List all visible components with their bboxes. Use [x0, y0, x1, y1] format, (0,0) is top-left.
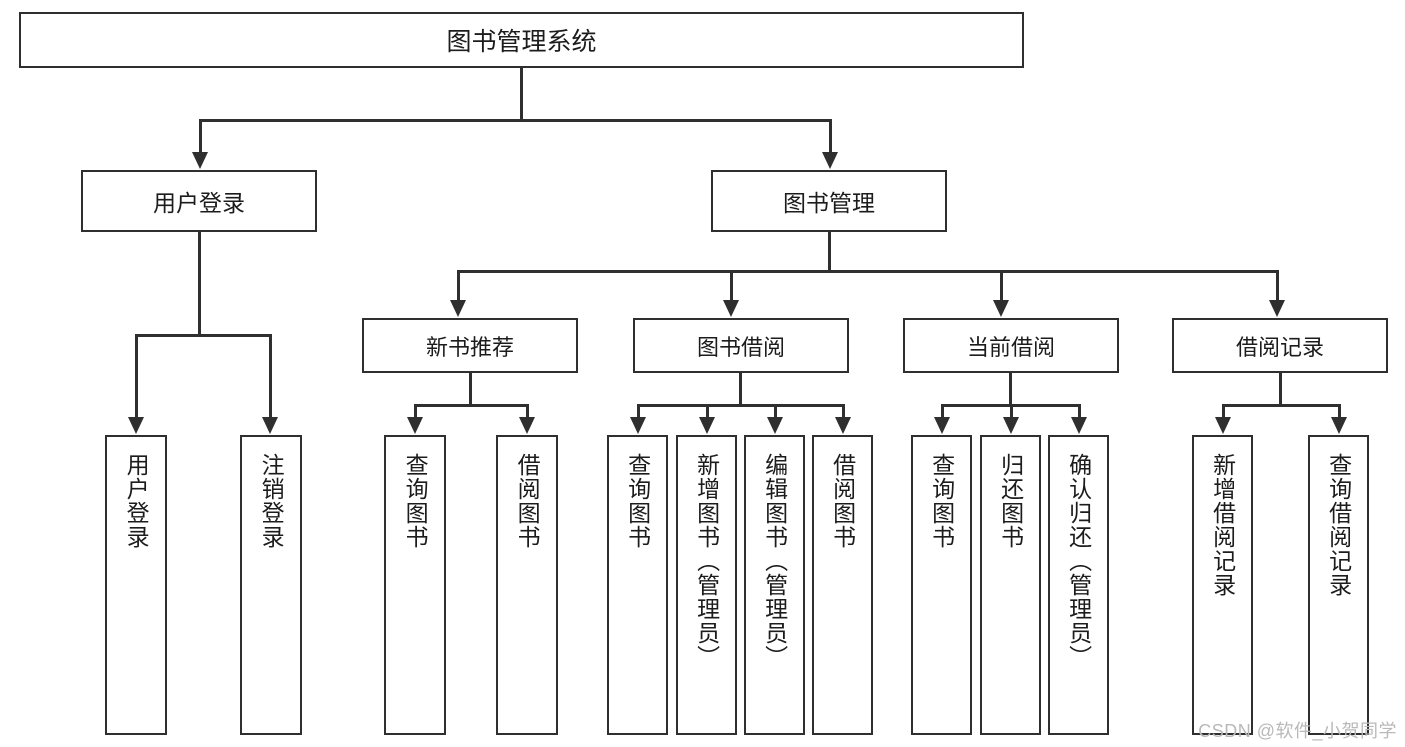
leaf-query-borrow-record[interactable]: 查询借阅记录	[1308, 435, 1369, 735]
arrow-book-borrow-leaf-2	[699, 417, 715, 434]
leaf-label: 查询图书	[928, 453, 955, 549]
node-root-book-management-system[interactable]: 图书管理系统	[19, 12, 1024, 68]
node-current-borrow[interactable]: 当前借阅	[903, 318, 1119, 373]
connector-user-login-leaf-2	[269, 334, 272, 418]
connector-new-book-rec-leaf-2	[526, 404, 529, 418]
leaf-label: 查询图书	[624, 453, 651, 549]
connector-user-login-leaf-1	[135, 334, 138, 418]
arrow-current-borrow-leaf-3	[1071, 417, 1087, 434]
leaf-borrow-book-newrec[interactable]: 借阅图书	[496, 435, 558, 735]
leaf-query-book-newrec[interactable]: 查询图书	[384, 435, 446, 735]
node-label: 用户登录	[153, 190, 245, 216]
leaf-return-book[interactable]: 归还图书	[980, 435, 1041, 735]
arrow-current-borrow-leaf-1	[934, 417, 950, 434]
arrow-to-current-borrow	[993, 300, 1009, 317]
connector-user-login-bar	[135, 334, 271, 337]
arrow-borrow-record-leaf-2	[1331, 417, 1347, 434]
node-label: 图书管理系统	[446, 28, 597, 56]
arrow-to-book-borrow	[723, 300, 739, 317]
leaf-label: 编辑图书（管理员）	[761, 453, 788, 669]
connector-book-borrow-stem	[739, 373, 742, 404]
connector-to-new-book-rec	[457, 270, 460, 301]
node-label: 图书管理	[783, 190, 875, 216]
node-borrow-record[interactable]: 借阅记录	[1172, 318, 1388, 373]
connector-to-book-borrow	[730, 270, 733, 301]
connector-to-current-borrow	[1000, 270, 1003, 301]
connector-level2-bar	[457, 270, 1278, 273]
connector-root-stem	[520, 68, 523, 119]
leaf-add-book-admin[interactable]: 新增图书（管理员）	[676, 435, 737, 735]
arrow-user-login-leaf-2	[262, 417, 278, 434]
connector-borrow-record-leaf-2	[1338, 404, 1341, 418]
arrow-to-book-management	[822, 152, 838, 169]
leaf-user-logout[interactable]: 注销登录	[240, 435, 302, 735]
connector-to-book-management	[829, 119, 832, 153]
node-label: 当前借阅	[966, 334, 1055, 360]
arrow-current-borrow-leaf-2	[1003, 417, 1019, 434]
arrow-borrow-record-leaf-1	[1215, 417, 1231, 434]
connector-current-borrow-leaf-1	[941, 404, 944, 418]
connector-level1-bar	[199, 119, 832, 122]
leaf-edit-book-admin[interactable]: 编辑图书（管理员）	[744, 435, 805, 735]
node-book-borrow[interactable]: 图书借阅	[633, 318, 849, 373]
connector-book-borrow-leaf-2	[706, 404, 709, 418]
leaf-label: 新增借阅记录	[1209, 453, 1236, 597]
arrow-new-book-rec-leaf-1	[407, 417, 423, 434]
arrow-new-book-rec-leaf-2	[519, 417, 535, 434]
connector-book-borrow-leaf-4	[842, 404, 845, 418]
leaf-label: 查询图书	[402, 453, 429, 549]
watermark-csdn: CSDN @软件_小贺同学	[1198, 721, 1397, 741]
arrow-user-login-leaf-1	[128, 417, 144, 434]
leaf-label: 注销登录	[258, 453, 285, 549]
arrow-book-borrow-leaf-4	[835, 417, 851, 434]
leaf-label: 新增图书（管理员）	[693, 453, 720, 669]
connector-current-borrow-leaf-3	[1078, 404, 1081, 418]
connector-book-borrow-bar	[637, 404, 845, 407]
leaf-add-borrow-record[interactable]: 新增借阅记录	[1192, 435, 1253, 735]
connector-new-book-rec-bar	[414, 404, 529, 407]
connector-borrow-record-leaf-1	[1222, 404, 1225, 418]
leaf-label: 借阅图书	[829, 453, 856, 549]
connector-new-book-rec-leaf-1	[414, 404, 417, 418]
connector-book-borrow-leaf-1	[637, 404, 640, 418]
node-label: 借阅记录	[1235, 334, 1324, 360]
arrow-book-borrow-leaf-3	[767, 417, 783, 434]
connector-current-borrow-stem	[1009, 373, 1012, 404]
node-label: 新书推荐	[425, 334, 514, 360]
leaf-label: 查询借阅记录	[1325, 453, 1352, 597]
node-label: 图书借阅	[696, 334, 785, 360]
connector-new-book-rec-stem	[469, 373, 472, 404]
leaf-label: 用户登录	[123, 453, 150, 549]
connector-current-borrow-leaf-2	[1010, 404, 1013, 418]
connector-book-borrow-leaf-3	[774, 404, 777, 418]
leaf-label: 确认归还（管理员）	[1065, 453, 1092, 669]
arrow-to-borrow-record	[1269, 300, 1285, 317]
node-user-login[interactable]: 用户登录	[81, 170, 317, 232]
connector-borrow-record-bar	[1222, 404, 1341, 407]
connector-to-user-login	[199, 119, 202, 153]
leaf-label: 归还图书	[997, 453, 1024, 549]
leaf-confirm-return-admin[interactable]: 确认归还（管理员）	[1048, 435, 1109, 735]
leaf-query-book-current[interactable]: 查询图书	[911, 435, 972, 735]
leaf-user-login[interactable]: 用户登录	[105, 435, 167, 735]
leaf-label: 借阅图书	[514, 453, 541, 549]
arrow-book-borrow-leaf-1	[630, 417, 646, 434]
connector-user-login-stem	[198, 232, 201, 334]
connector-to-borrow-record	[1276, 270, 1279, 301]
leaf-query-book-borrow[interactable]: 查询图书	[607, 435, 668, 735]
connector-borrow-record-stem	[1279, 373, 1282, 404]
node-new-book-recommendation[interactable]: 新书推荐	[362, 318, 578, 373]
connector-book-management-stem	[828, 232, 831, 270]
arrow-to-new-book-rec	[450, 300, 466, 317]
node-book-management[interactable]: 图书管理	[711, 170, 947, 232]
arrow-to-user-login	[192, 152, 208, 169]
leaf-borrow-book[interactable]: 借阅图书	[812, 435, 873, 735]
